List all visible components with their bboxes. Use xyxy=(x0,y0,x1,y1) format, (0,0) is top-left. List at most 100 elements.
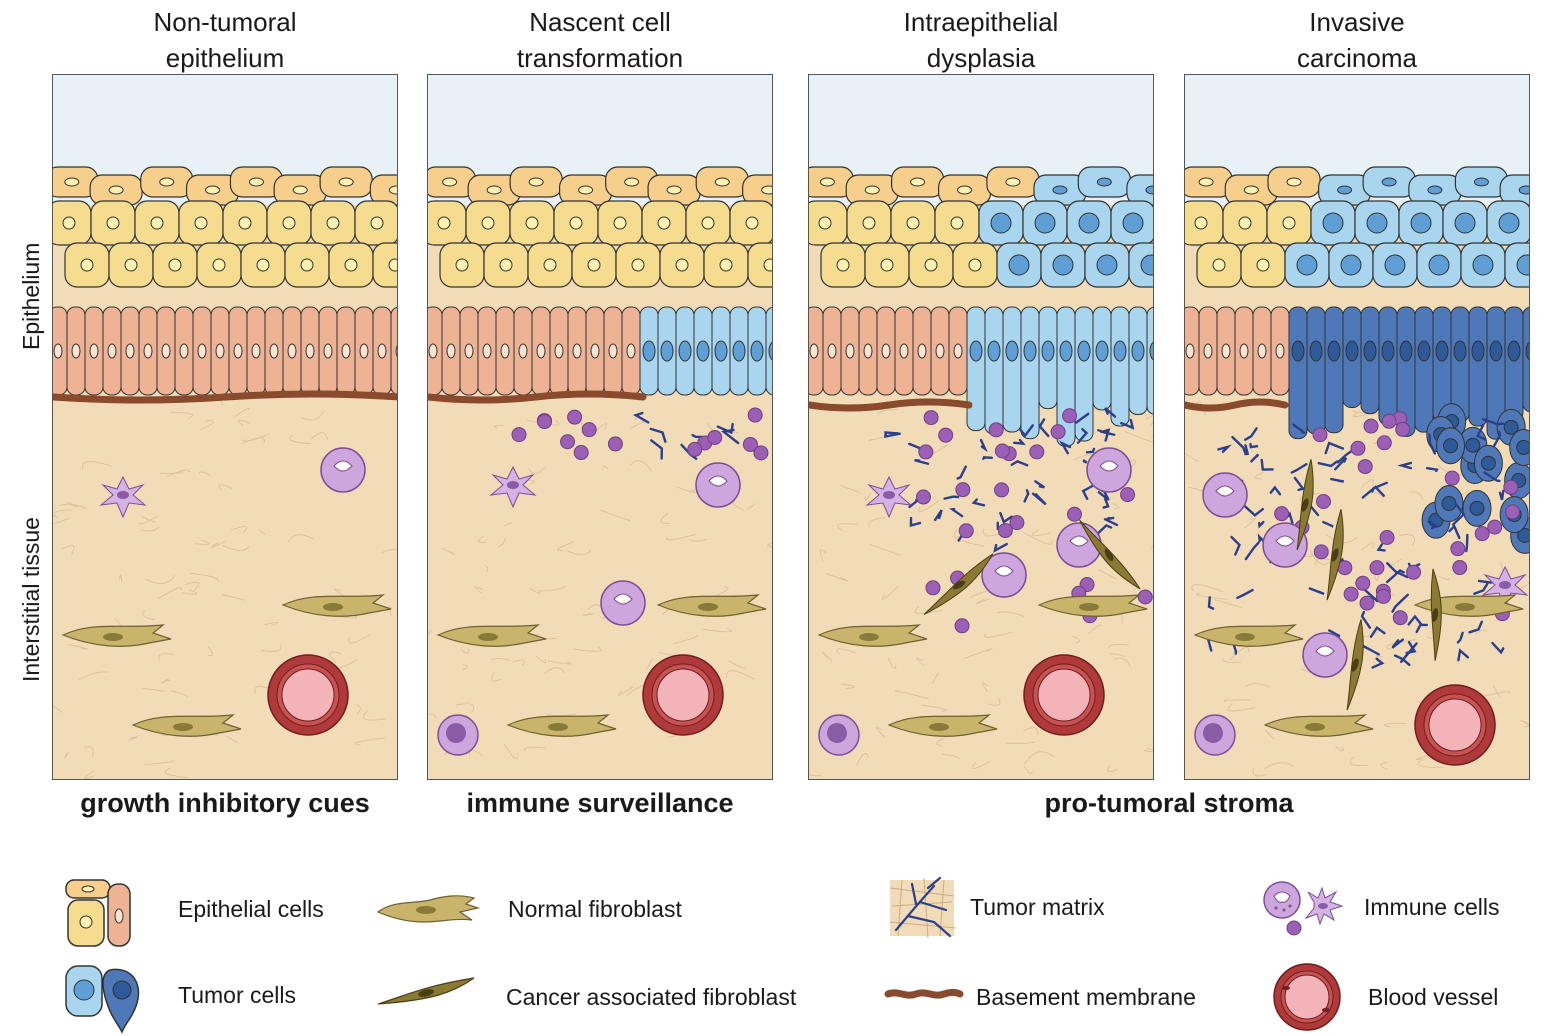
immune-cell xyxy=(955,619,969,633)
cell-nucleus xyxy=(1204,344,1212,358)
immune-cell xyxy=(959,524,973,538)
cell-nucleus xyxy=(1287,178,1301,186)
cell-nucleus xyxy=(627,344,635,358)
immune-cells-icon xyxy=(1262,878,1348,940)
immune-cell xyxy=(939,428,953,442)
caption-growth: growth inhibitory cues xyxy=(52,788,398,819)
cell-nucleus xyxy=(1078,341,1090,361)
immune-cell xyxy=(1010,516,1024,530)
immune-cell xyxy=(1380,531,1394,545)
cell-nucleus xyxy=(345,259,357,271)
cell-nucleus xyxy=(487,186,501,194)
immune-cell xyxy=(1504,480,1518,494)
immune-cell xyxy=(1356,576,1370,590)
cell-nucleus xyxy=(519,344,527,358)
immune-cell xyxy=(1358,460,1372,474)
cell-nucleus xyxy=(1436,341,1448,361)
cell-nucleus xyxy=(1199,178,1213,186)
cell-nucleus xyxy=(1035,213,1055,233)
tumor-matrix-icon xyxy=(888,876,958,940)
immune-cell xyxy=(1377,436,1391,450)
cell-nucleus xyxy=(733,341,745,361)
tumor-cell xyxy=(1379,307,1397,425)
immune-cell xyxy=(1488,520,1502,534)
panel-non-tumoral xyxy=(52,74,398,780)
cell-nucleus xyxy=(216,344,224,358)
cell-nucleus xyxy=(1283,217,1295,229)
cell-nucleus xyxy=(715,178,729,186)
cell-nucleus xyxy=(643,341,655,361)
cell-nucleus xyxy=(103,633,123,641)
matrix-fiber xyxy=(1466,535,1467,551)
immune-cell xyxy=(568,410,582,424)
cell-nucleus xyxy=(465,344,473,358)
cell-nucleus xyxy=(501,344,509,358)
cell-nucleus xyxy=(764,259,773,271)
cell-nucleus xyxy=(1114,341,1126,361)
cell-nucleus xyxy=(478,633,498,641)
cell-nucleus xyxy=(327,217,339,229)
cell-nucleus xyxy=(249,178,263,186)
cell-nucleus xyxy=(1444,439,1458,453)
immune-cell xyxy=(1445,471,1459,485)
immune-cell xyxy=(956,483,970,497)
cell-nucleus xyxy=(1490,341,1502,361)
cell-nucleus xyxy=(1244,186,1258,194)
cell-nucleus xyxy=(570,217,582,229)
stage-title-nascent: Nascent cell transformation xyxy=(427,4,773,76)
cell-nucleus xyxy=(1305,723,1325,731)
cell-nucleus xyxy=(632,259,644,271)
legend-tumor-matrix: Tumor matrix xyxy=(970,894,1105,921)
stage-title-line2: carcinoma xyxy=(1184,40,1530,76)
cell-nucleus xyxy=(1429,255,1449,275)
cell-nucleus xyxy=(1079,213,1099,233)
cell-nucleus xyxy=(882,344,890,358)
immune-cell xyxy=(1393,611,1407,625)
cell-nucleus xyxy=(1499,581,1511,589)
cell-nucleus xyxy=(206,186,220,194)
immune-cell xyxy=(748,408,762,422)
cell-nucleus xyxy=(324,344,332,358)
cell-nucleus xyxy=(661,341,673,361)
cell-nucleus xyxy=(108,344,116,358)
immune-cell xyxy=(743,437,757,451)
cell-nucleus xyxy=(918,344,926,358)
cell-nucleus xyxy=(988,341,1000,361)
cell-nucleus xyxy=(881,259,893,271)
cell-nucleus xyxy=(1323,213,1343,233)
cell-nucleus xyxy=(1470,501,1484,515)
cell-nucleus xyxy=(126,344,134,358)
stage-title-line2: epithelium xyxy=(52,40,398,76)
cell-nucleus xyxy=(548,723,568,731)
cell-nucleus xyxy=(63,217,75,229)
cell-nucleus xyxy=(1053,186,1067,194)
cell-nucleus xyxy=(1310,341,1322,361)
immune-cell xyxy=(1475,527,1489,541)
cell-nucleus xyxy=(1364,341,1376,361)
cell-nucleus xyxy=(715,341,727,361)
immune-cell xyxy=(688,442,702,456)
legend-blood-vessel: Blood vessel xyxy=(1368,984,1498,1011)
cell-nucleus xyxy=(1195,217,1207,229)
cell-nucleus xyxy=(323,603,343,611)
immune-cell xyxy=(926,581,940,595)
tumor-cell xyxy=(1325,307,1343,433)
immune-cell xyxy=(708,430,722,444)
cell-nucleus xyxy=(1123,213,1143,233)
immune-cell xyxy=(608,437,622,451)
cell-nucleus xyxy=(1186,344,1194,358)
cell-nucleus xyxy=(1474,178,1488,186)
cell-nucleus xyxy=(125,259,137,271)
blood-vessel-icon xyxy=(1270,960,1344,1034)
cell-nucleus xyxy=(907,217,919,229)
cell-nucleus xyxy=(929,723,949,731)
immune-cell xyxy=(512,428,526,442)
cell-nucleus xyxy=(389,259,398,271)
cell-nucleus xyxy=(482,217,494,229)
cell-nucleus xyxy=(1382,178,1396,186)
cell-nucleus xyxy=(151,217,163,229)
cell-nucleus xyxy=(1276,344,1284,358)
cell-nucleus xyxy=(991,213,1011,233)
tumor-cell xyxy=(1505,307,1523,420)
cell-nucleus xyxy=(72,344,80,358)
